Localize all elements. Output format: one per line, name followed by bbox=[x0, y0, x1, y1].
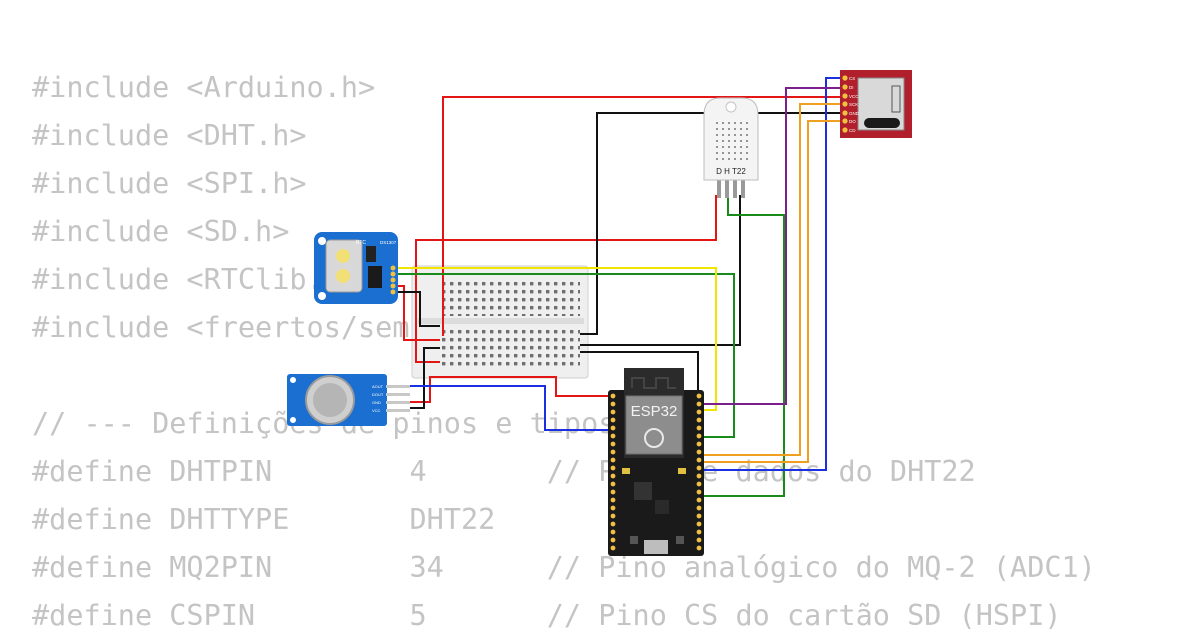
rtc-pin[interactable] bbox=[390, 283, 396, 289]
mq2-pin[interactable] bbox=[386, 393, 410, 396]
rtc-chip-label: DS1307 bbox=[380, 240, 397, 245]
code-line: #include <Arduino.h> bbox=[32, 71, 376, 104]
code-line: #include <SD.h> bbox=[32, 215, 290, 248]
wire-black bbox=[580, 351, 699, 392]
code-line: #define DHTTYPE DHT22 bbox=[32, 503, 496, 536]
wire-blue bbox=[410, 385, 612, 431]
wire-green bbox=[702, 195, 785, 497]
sd-pin-label: DO bbox=[849, 119, 856, 124]
sd-pin[interactable] bbox=[842, 110, 848, 116]
wire-yellow bbox=[396, 267, 717, 411]
sd-pin[interactable] bbox=[842, 75, 848, 81]
sd-pin-label: DI bbox=[849, 85, 854, 90]
wire-red bbox=[396, 285, 440, 341]
wire-red bbox=[410, 376, 612, 403]
rtc-pin[interactable] bbox=[390, 289, 396, 295]
code-background: #include <Arduino.h> #include <DHT.h> #inc… bbox=[32, 64, 1096, 640]
rtc-pin[interactable] bbox=[390, 265, 396, 271]
code-line: #include <SPI.h> bbox=[32, 167, 307, 200]
sd-card-module[interactable]: CS DI VCC SCK GND DO CD bbox=[840, 70, 912, 138]
sd-pin-label: GND bbox=[849, 111, 860, 116]
wire-green bbox=[396, 273, 735, 438]
esp32-label: ESP32 bbox=[631, 403, 678, 420]
esp32-right-pins[interactable] bbox=[696, 393, 702, 551]
mq2-pin[interactable] bbox=[386, 409, 410, 412]
sd-pin[interactable] bbox=[842, 101, 848, 107]
code-line: #define MQ2PIN 34 // Pino analógico do M… bbox=[32, 551, 1096, 584]
mq2-pin-label: AOUT bbox=[372, 384, 384, 389]
mq2-sensor[interactable]: AOUT DOUT GND VCC bbox=[287, 374, 410, 426]
wire-black bbox=[410, 347, 440, 409]
mq2-pin[interactable] bbox=[386, 401, 410, 404]
code-line: #include <DHT.h> bbox=[32, 119, 307, 152]
wire-black bbox=[580, 195, 741, 346]
esp32-left-pins[interactable] bbox=[610, 393, 616, 551]
rtc-pin[interactable] bbox=[390, 271, 396, 277]
dht22-label: D H T22 bbox=[716, 167, 746, 176]
sd-pin-label: CD bbox=[849, 128, 856, 133]
mq2-pin-label: DOUT bbox=[372, 392, 384, 397]
sd-pin[interactable] bbox=[842, 93, 848, 99]
wire-orange bbox=[702, 120, 844, 463]
mq2-pin-label: VCC bbox=[372, 408, 381, 413]
wire-orange bbox=[702, 103, 844, 456]
sd-pin[interactable] bbox=[842, 118, 848, 124]
wire-blue bbox=[702, 77, 844, 471]
wire-purple bbox=[702, 87, 844, 405]
rtc-label: RTC bbox=[356, 240, 367, 246]
breadboard bbox=[411, 265, 589, 379]
sd-pin[interactable] bbox=[842, 84, 848, 90]
esp32-board[interactable]: ESP32 bbox=[608, 368, 704, 556]
dht22-sensor[interactable]: D H T22 bbox=[703, 97, 759, 198]
wire-red bbox=[442, 96, 844, 336]
rtc-pin[interactable] bbox=[390, 277, 396, 283]
sd-pin-label: SCK bbox=[849, 102, 858, 107]
code-line: #define CSPIN 5 // Pino CS do cartão SD … bbox=[32, 599, 1062, 632]
wires bbox=[396, 77, 844, 497]
espressif-logo-icon bbox=[644, 428, 664, 448]
mq2-pin-label: GND bbox=[372, 400, 381, 405]
sd-pin-label: VCC bbox=[849, 94, 859, 99]
sd-pin-label: CS bbox=[849, 76, 855, 81]
mq2-pin[interactable] bbox=[386, 385, 410, 388]
wire-black bbox=[396, 291, 440, 327]
sd-pin[interactable] bbox=[842, 127, 848, 133]
rtc-module[interactable]: RTC DS1307 bbox=[314, 232, 398, 304]
